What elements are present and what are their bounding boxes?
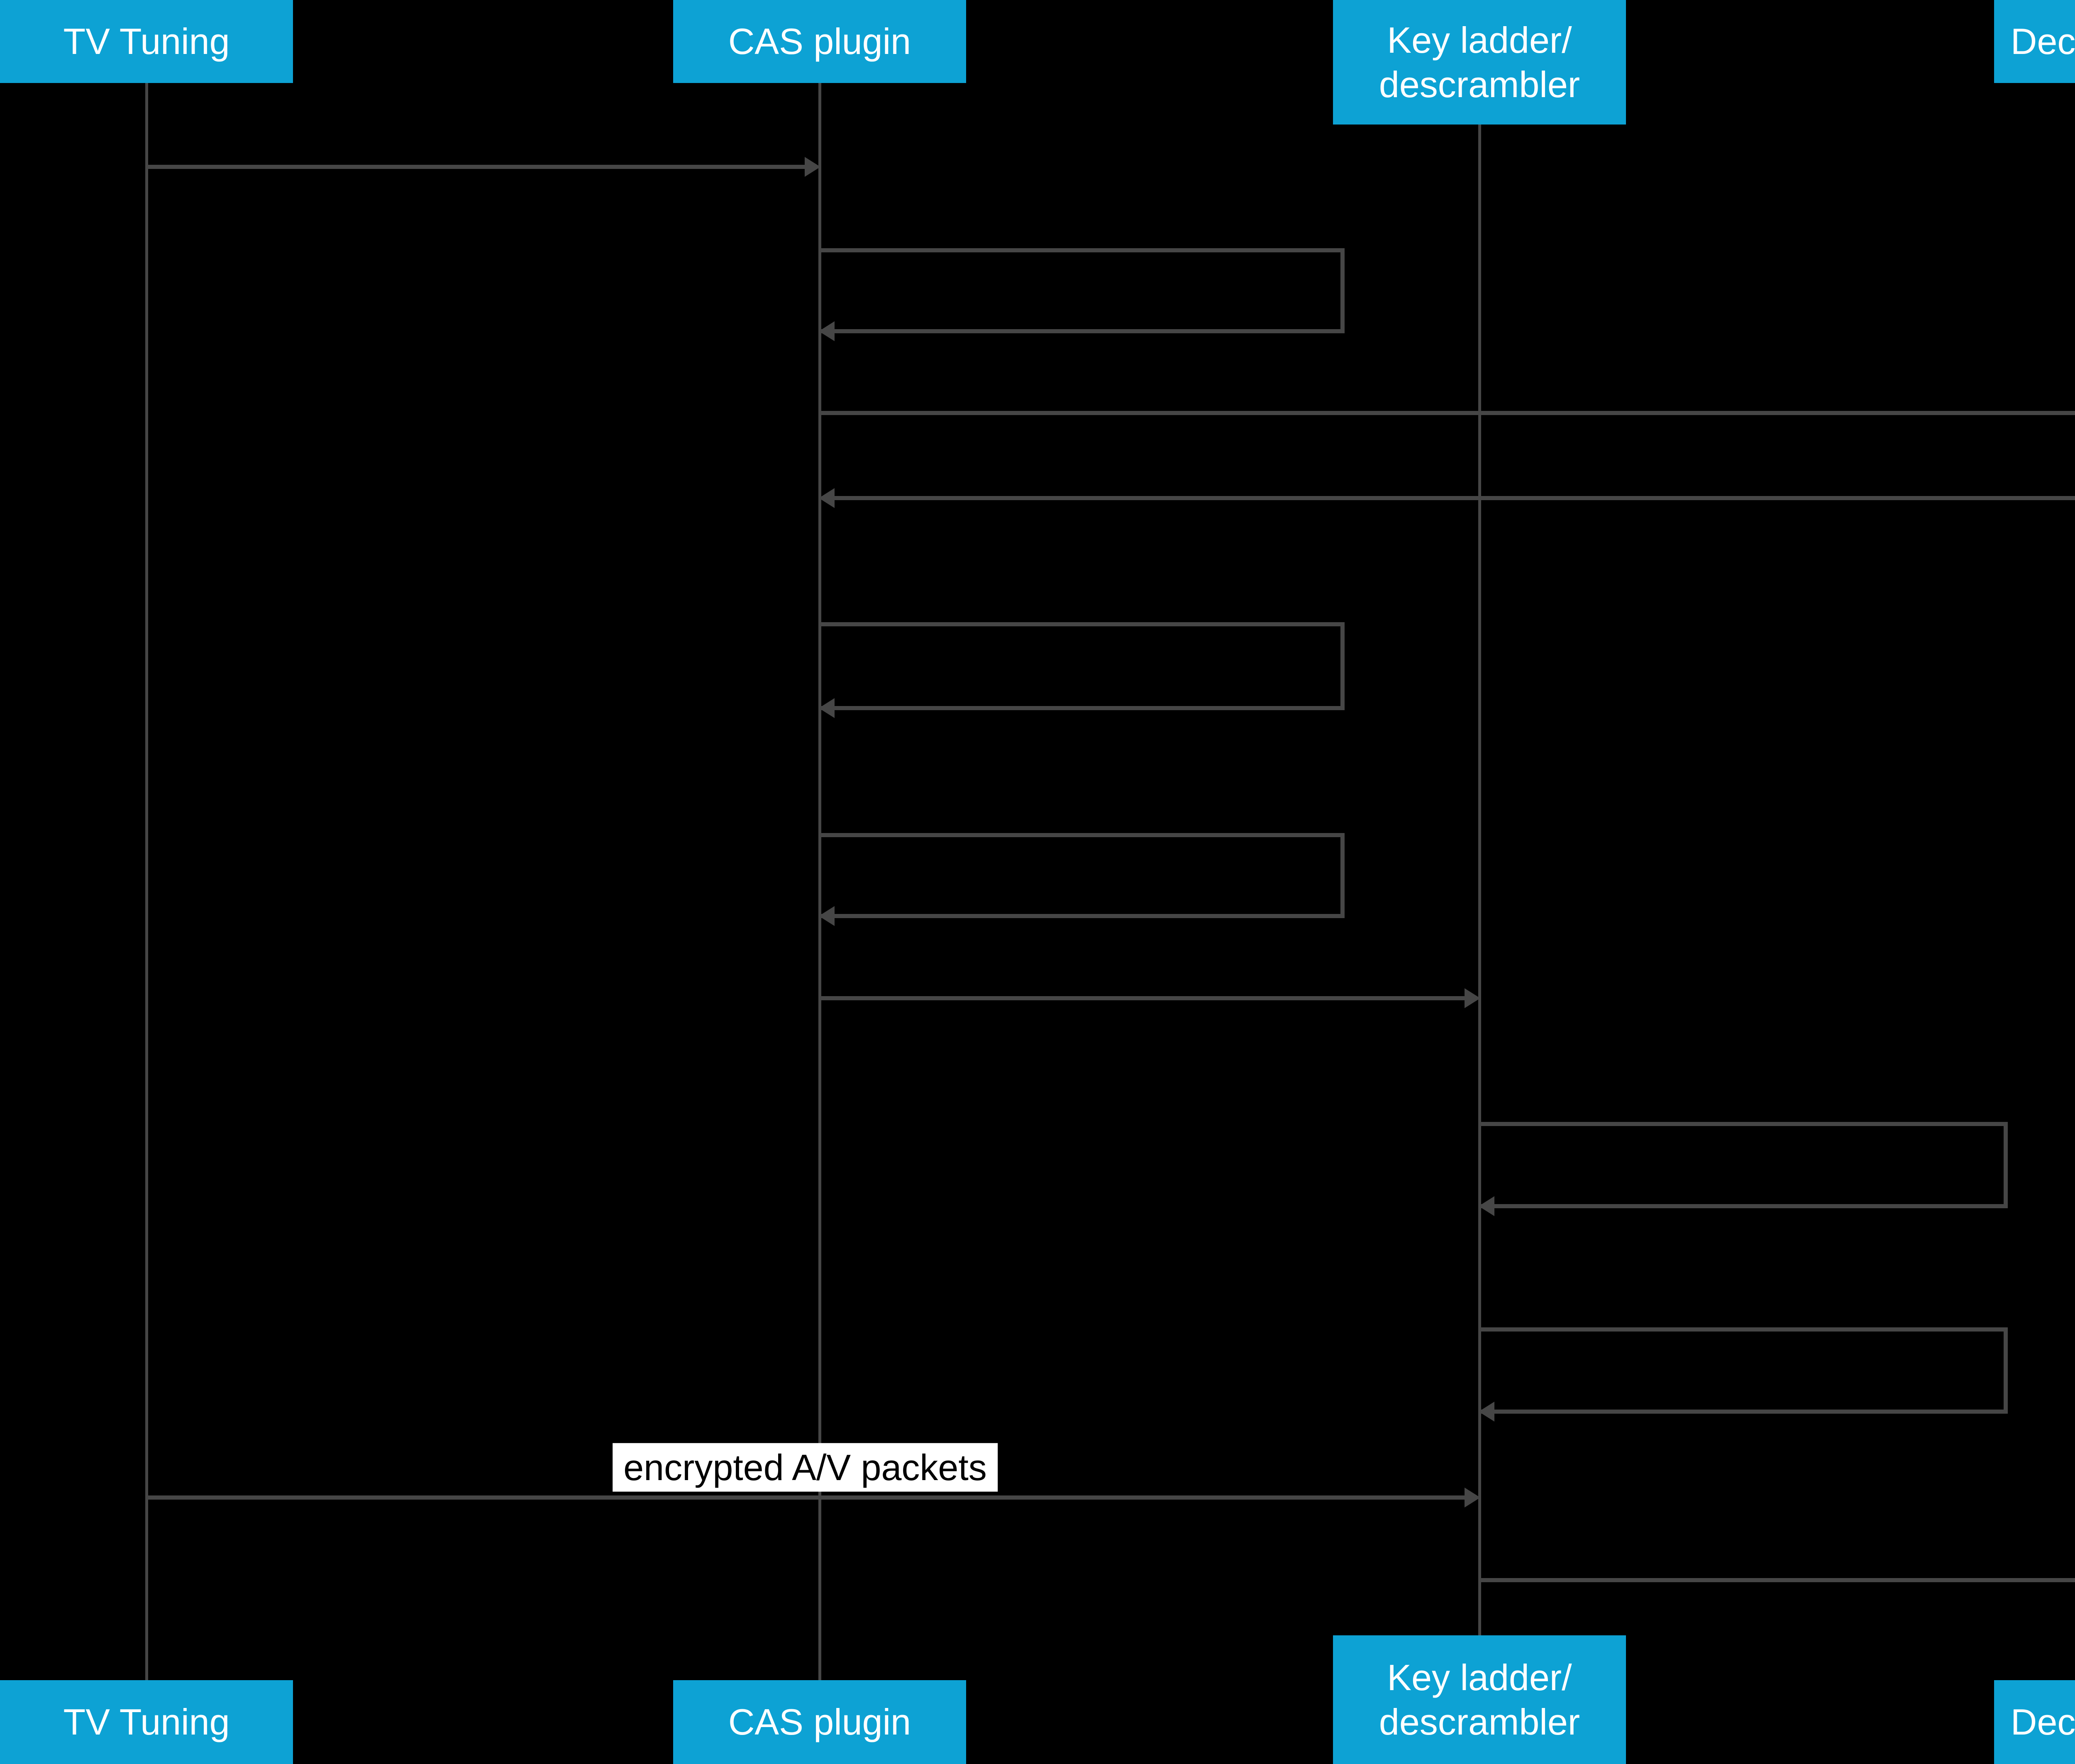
- lifeline-key-ladder: [1478, 125, 1481, 1635]
- actor-bottom-box-decode-display: Decode, display: [1994, 1680, 2075, 1764]
- lifeline-tv-tuning: [145, 83, 148, 1680]
- self-message-cas-3-arrowhead: [819, 906, 835, 926]
- actor-top-box-key-ladder: Key ladder/ descrambler: [1333, 0, 1626, 125]
- self-message-cas-2: [820, 622, 1345, 710]
- self-message-key-ladder-2: [1479, 1327, 2008, 1414]
- actor-bottom-box-cas-plugin: CAS plugin: [673, 1680, 966, 1764]
- arrow-cas-to-ca-headend: [820, 411, 2075, 415]
- self-message-key-ladder-2-arrowhead: [1479, 1402, 1494, 1422]
- actor-top-box-decode-display: Decode, display: [1994, 0, 2075, 83]
- arrow-key-ladder-to-decode: [1479, 1578, 2075, 1582]
- arrow-encrypted-av-packets-arrowhead: [1465, 1488, 1480, 1507]
- self-message-key-ladder-1-arrowhead: [1479, 1196, 1494, 1216]
- arrow-encrypted-av-packets: [146, 1495, 1465, 1500]
- arrow-ca-headend-to-cas-arrowhead: [819, 488, 835, 508]
- arrow-cas-to-key-ladder-arrowhead: [1465, 988, 1480, 1008]
- lifeline-cas-plugin: [818, 83, 821, 1680]
- actor-top-box-cas-plugin: CAS plugin: [673, 0, 966, 83]
- actor-bottom-box-key-ladder: Key ladder/ descrambler: [1333, 1635, 1626, 1764]
- arrow-cas-to-key-ladder: [820, 996, 1465, 1000]
- self-message-cas-2-arrowhead: [819, 698, 835, 718]
- self-message-cas-1: [820, 248, 1345, 333]
- self-message-key-ladder-1: [1479, 1122, 2008, 1208]
- actor-top-box-tv-tuning: TV Tuning: [0, 0, 293, 83]
- actor-bottom-box-tv-tuning: TV Tuning: [0, 1680, 293, 1764]
- arrow-tv-to-cas: [146, 165, 806, 169]
- arrow-ca-headend-to-cas: [834, 496, 2075, 500]
- self-message-cas-3: [820, 833, 1345, 918]
- arrow-tv-to-cas-arrowhead: [805, 157, 820, 177]
- message-label-arrow-encrypted-av-packets: encrypted A/V packets: [613, 1443, 998, 1492]
- self-message-cas-1-arrowhead: [819, 321, 835, 341]
